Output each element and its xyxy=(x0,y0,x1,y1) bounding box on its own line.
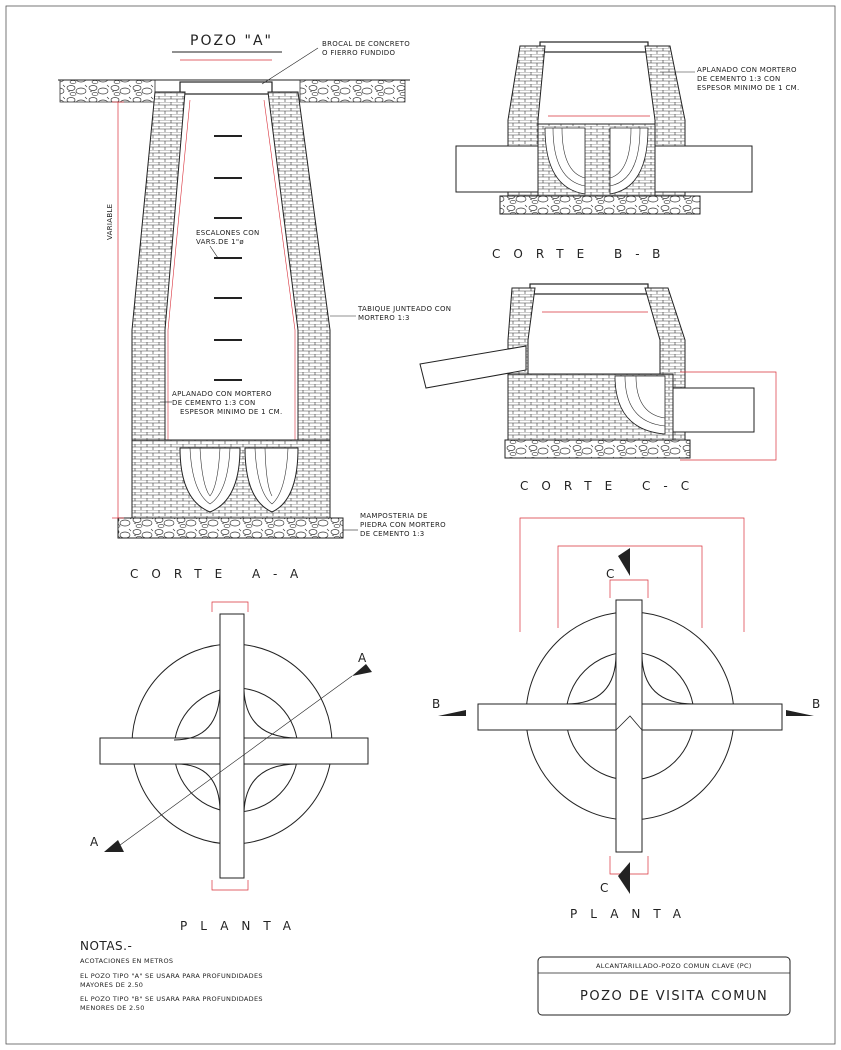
aplanado-b-label-3: ESPESOR MINIMO DE 1 CM. xyxy=(697,84,800,92)
notes-line-4: EL POZO TIPO "B" SE USARA PARA PROFUNDID… xyxy=(80,995,263,1003)
section-a-a: VARIABLE POZO "A" BROCAL DE CONCRETO O F… xyxy=(58,33,451,581)
title-block-title: POZO DE VISITA COMUN xyxy=(580,989,768,1004)
notes-line-1: ACOTACIONES EN METROS xyxy=(80,957,173,965)
title-block: ALCANTARILLADO-POZO COMUN CLAVE (PC) POZ… xyxy=(537,956,791,1016)
mark-a-top: A xyxy=(358,651,367,665)
ground-left xyxy=(59,79,156,103)
mamposteria-label-2: PIEDRA CON MORTERO xyxy=(360,521,446,529)
title-block-frame xyxy=(537,956,791,1016)
escalones-label-2: VARS.DE 1"ø xyxy=(196,238,244,246)
notes-block: NOTAS.- ACOTACIONES EN METROS EL POZO TI… xyxy=(80,939,263,1012)
escalones-label-1: ESCALONES CON xyxy=(196,229,260,237)
pipe-cc-inlet xyxy=(419,345,527,389)
mark-a-bottom: A xyxy=(90,835,99,849)
planta-right-title: PLANTA xyxy=(570,907,694,921)
notes-line-3: MAYORES DE 2.50 xyxy=(80,981,143,989)
cover-bb xyxy=(539,41,649,53)
sheet-border xyxy=(5,5,836,1045)
mamposteria-label-1: MAMPOSTERIA DE xyxy=(360,512,428,520)
notes-line-2: EL POZO TIPO "A" SE USARA PARA PROFUNDID… xyxy=(80,972,263,980)
tabique-label-2: MORTERO 1:3 xyxy=(358,314,410,322)
mark-b-right: B xyxy=(812,697,820,711)
plan-left: A A PLANTA xyxy=(90,601,372,933)
notes-line-5: MENORES DE 2.50 xyxy=(80,1004,145,1012)
brocal-label-1: BROCAL DE CONCRETO xyxy=(322,40,410,48)
ladder-rungs xyxy=(214,135,242,381)
mark-b-left: B xyxy=(432,697,440,711)
aplanado-b-label-2: DE CEMENTO 1:3 CON xyxy=(697,75,781,83)
stone-foundation xyxy=(117,517,344,539)
pipe-cc-outlet xyxy=(659,387,755,433)
section-b-b: APLANADO CON MORTERO DE CEMENTO 1:3 CON … xyxy=(455,41,800,261)
cover-cc xyxy=(529,283,649,295)
variable-label: VARIABLE xyxy=(106,204,114,240)
pozo-a-label: POZO "A" xyxy=(190,33,273,49)
section-c-c: CORTE C-C xyxy=(419,283,777,493)
aplanado-a-label-1: APLANADO CON MORTERO xyxy=(172,390,272,398)
mark-c-bottom: C xyxy=(600,881,608,895)
corte-cc-title: CORTE C-C xyxy=(520,479,702,493)
aplanado-a-label-2: DE CEMENTO 1:3 CON xyxy=(172,399,256,407)
manhole-cover xyxy=(179,81,273,95)
planta-left-title: PLANTA xyxy=(180,919,304,933)
corte-aa-title: CORTE A-A xyxy=(130,567,311,581)
wall-right xyxy=(267,91,331,461)
tabique-label-1: TABIQUE JUNTEADO CON xyxy=(357,305,451,313)
plan-right: B B C C PLANTA xyxy=(432,517,820,921)
aplanado-a-label-3: ESPESOR MINIMO DE 1 CM. xyxy=(180,408,283,416)
title-block-subtitle: ALCANTARILLADO-POZO COMUN CLAVE (PC) xyxy=(596,962,752,970)
plan-left-pipe-v xyxy=(219,613,245,879)
corte-bb-title: CORTE B-B xyxy=(492,247,673,261)
notes-heading: NOTAS.- xyxy=(80,939,132,953)
ground-right xyxy=(299,79,406,103)
mamposteria-label-3: DE CEMENTO 1:3 xyxy=(360,530,425,538)
aplanado-b-label-1: APLANADO CON MORTERO xyxy=(697,66,797,74)
mark-c-top: C xyxy=(606,567,614,581)
brocal-label-2: O FIERRO FUNDIDO xyxy=(322,49,395,57)
